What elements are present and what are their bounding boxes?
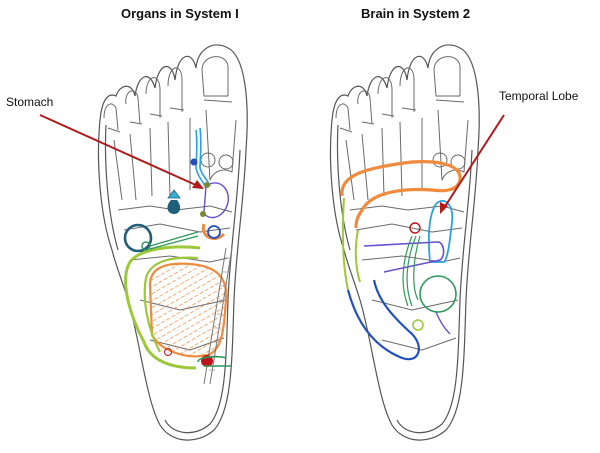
purple-stomach xyxy=(203,182,229,219)
stomach-label: Stomach xyxy=(6,95,54,109)
lime-loop xyxy=(124,245,201,370)
temporal-lobe-label: Temporal Lobe xyxy=(499,89,579,103)
orange-brain-band xyxy=(340,160,462,229)
left-diagram-title: Organs in System I xyxy=(121,6,239,21)
temporal-lobe-arrow xyxy=(443,114,505,209)
teal-circle xyxy=(123,223,153,253)
right-foot xyxy=(329,44,505,441)
teal-drop xyxy=(167,200,181,214)
light-blue-temporal-lobe xyxy=(428,200,454,263)
green-circle xyxy=(419,275,457,313)
left-foot xyxy=(39,44,248,441)
right-diagram-title: Brain in System 2 xyxy=(361,6,471,21)
stomach-arrow xyxy=(39,114,199,187)
light-blue-channel xyxy=(195,129,207,189)
orange-hatched-zone xyxy=(148,262,228,358)
blue-loop xyxy=(346,279,420,361)
